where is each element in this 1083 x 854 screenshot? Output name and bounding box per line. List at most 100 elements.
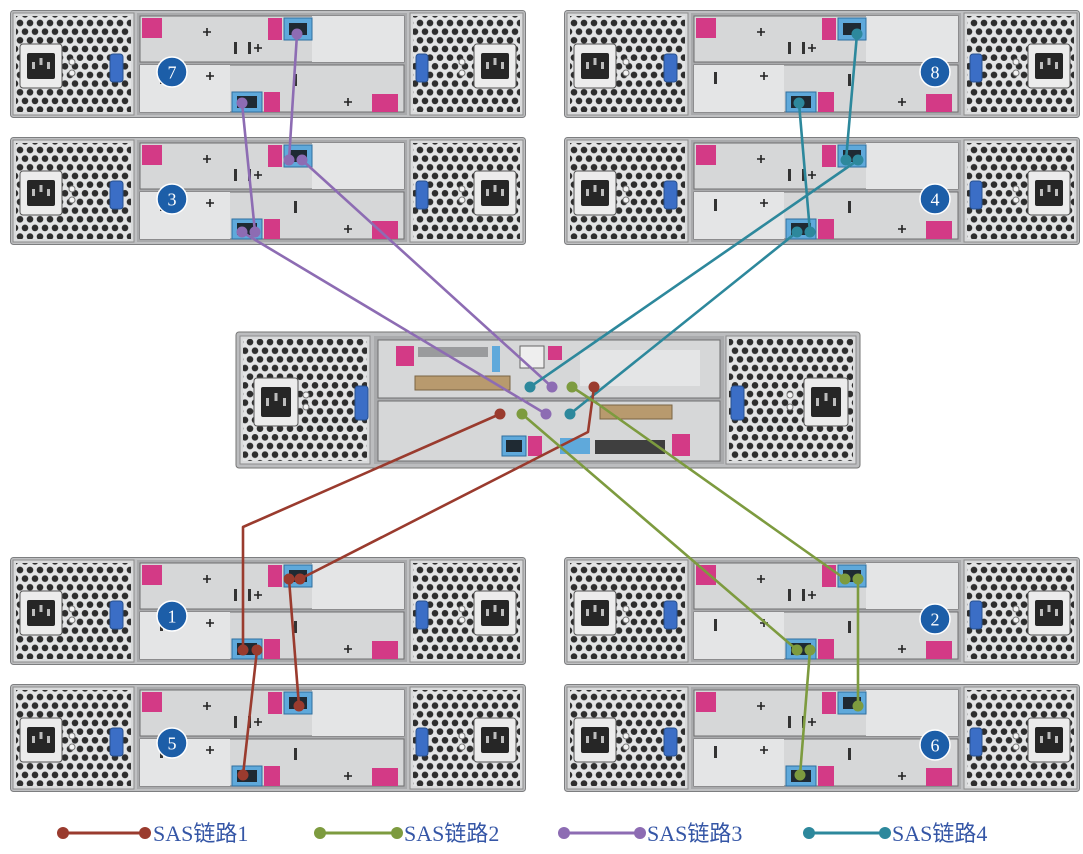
pink-latch bbox=[672, 434, 690, 456]
cable-connector-dot bbox=[852, 700, 864, 712]
badge-number: 4 bbox=[931, 190, 940, 210]
legend: SAS链路1 SAS链路2 SAS链路3 SAS链路4 bbox=[57, 821, 987, 846]
pcb-port-strip bbox=[599, 404, 673, 420]
legend-dot bbox=[879, 827, 891, 839]
release-handle-icon bbox=[354, 385, 369, 421]
badge-circle bbox=[156, 183, 188, 215]
status-led-icon bbox=[302, 403, 310, 411]
sas-link-4-cables bbox=[528, 32, 860, 416]
legend-label: SAS链路4 bbox=[892, 821, 987, 846]
legend-dot bbox=[391, 827, 403, 839]
badge-number: 1 bbox=[168, 607, 177, 627]
cable-connector-dot bbox=[546, 381, 558, 393]
controller-module-panel bbox=[580, 350, 700, 386]
legend-label: SAS链路3 bbox=[647, 821, 742, 846]
cable-connector-dot bbox=[540, 408, 552, 420]
legend-dot bbox=[57, 827, 69, 839]
cable-connector-dot bbox=[293, 700, 305, 712]
cable-connector-dot bbox=[851, 28, 863, 40]
cable-connector-dot bbox=[249, 226, 261, 238]
legend-dot bbox=[634, 827, 646, 839]
sas-link-4-cable bbox=[844, 32, 859, 162]
enclosure-badge-7: 7 bbox=[156, 56, 188, 88]
cable-connector-dot bbox=[840, 154, 852, 166]
cable-connector-dot bbox=[524, 381, 536, 393]
legend-item-sas-link-4: SAS链路4 bbox=[803, 821, 987, 846]
disk-enclosure-5 bbox=[11, 685, 526, 792]
cable-connector-dot bbox=[794, 769, 806, 781]
disk-enclosure-2 bbox=[565, 558, 1080, 665]
badge-number: 5 bbox=[168, 734, 177, 754]
legend-dot bbox=[139, 827, 151, 839]
cable-connector-dot bbox=[588, 381, 600, 393]
sas-link-2-cable bbox=[570, 385, 847, 581]
badge-number: 3 bbox=[168, 190, 177, 210]
sas-link-3-connectors bbox=[236, 28, 558, 420]
enclosure-badge-1: 1 bbox=[156, 600, 188, 632]
legend-item-sas-link-1: SAS链路1 bbox=[57, 821, 248, 846]
sas-port-icon bbox=[519, 345, 545, 369]
cable-connector-dot bbox=[291, 28, 303, 40]
cable-connector-dot bbox=[283, 573, 295, 585]
enclosure-badge-4: 4 bbox=[919, 183, 951, 215]
sas-link-1-cable bbox=[298, 385, 596, 581]
disk-enclosure-3 bbox=[11, 138, 526, 245]
disk-enclosure-7 bbox=[11, 11, 526, 118]
sas-link-1-connectors bbox=[237, 381, 600, 781]
badge-circle bbox=[919, 603, 951, 635]
badge-number: 2 bbox=[931, 610, 940, 630]
enclosure-badge-3: 3 bbox=[156, 183, 188, 215]
sas-link-3-cable bbox=[287, 32, 299, 162]
cable-connector-dot bbox=[236, 226, 248, 238]
cable-connector-dot bbox=[564, 408, 576, 420]
enclosure-badge-6: 6 bbox=[919, 729, 951, 761]
cable-connector-dot bbox=[804, 226, 816, 238]
enclosure-badge-2: 2 bbox=[919, 603, 951, 635]
badge-number: 7 bbox=[168, 63, 177, 83]
cable-connector-dot bbox=[237, 769, 249, 781]
cable-connector-dot bbox=[516, 408, 528, 420]
cable-connector-dot bbox=[804, 644, 816, 656]
sas-link-2-cable bbox=[520, 412, 799, 652]
cable-connector-dot bbox=[793, 97, 805, 109]
sas-link-2-connectors bbox=[516, 381, 864, 781]
disk-enclosure-4 bbox=[565, 138, 1080, 245]
enclosure-badge-8: 8 bbox=[919, 56, 951, 88]
sas-link-3-cable bbox=[240, 230, 548, 416]
cable-connector-dot bbox=[852, 154, 864, 166]
cable-connector-dot bbox=[236, 97, 248, 109]
badge-number: 8 bbox=[931, 63, 940, 83]
sas-link-3-cables bbox=[240, 32, 554, 416]
cable-connector-dot bbox=[251, 644, 263, 656]
legend-item-sas-link-2: SAS链路2 bbox=[314, 821, 499, 846]
cable-connector-dot bbox=[294, 573, 306, 585]
status-led-icon bbox=[786, 403, 794, 411]
cable-connector-dot bbox=[791, 226, 803, 238]
badge-circle bbox=[919, 183, 951, 215]
legend-dot bbox=[803, 827, 815, 839]
legend-dot bbox=[558, 827, 570, 839]
cable-connector-dot bbox=[852, 573, 864, 585]
sas-port-icon bbox=[492, 346, 500, 372]
sas-link-1-cables bbox=[241, 385, 596, 777]
cable-connector-dot bbox=[791, 644, 803, 656]
legend-label: SAS链路1 bbox=[153, 821, 248, 846]
disk-enclosure-8 bbox=[565, 11, 1080, 118]
badge-number: 6 bbox=[931, 736, 940, 756]
module-rail bbox=[418, 347, 488, 357]
badge-circle bbox=[156, 56, 188, 88]
sas-link-1-cable bbox=[241, 648, 259, 777]
cable-connector-dot bbox=[839, 573, 851, 585]
sas-link-4-connectors bbox=[524, 28, 864, 420]
cable-connector-dot bbox=[566, 381, 578, 393]
cable-connector-dot bbox=[283, 154, 295, 166]
pink-latch bbox=[548, 346, 562, 360]
sas-link-4-cable bbox=[568, 230, 799, 416]
sas-link-1-cable bbox=[241, 412, 502, 652]
disk-enclosure-1 bbox=[11, 558, 526, 665]
cable-connector-dot bbox=[237, 644, 249, 656]
legend-label: SAS链路2 bbox=[404, 821, 499, 846]
sas-link-4-cable bbox=[797, 101, 812, 234]
sas-link-3-cable bbox=[240, 101, 257, 234]
